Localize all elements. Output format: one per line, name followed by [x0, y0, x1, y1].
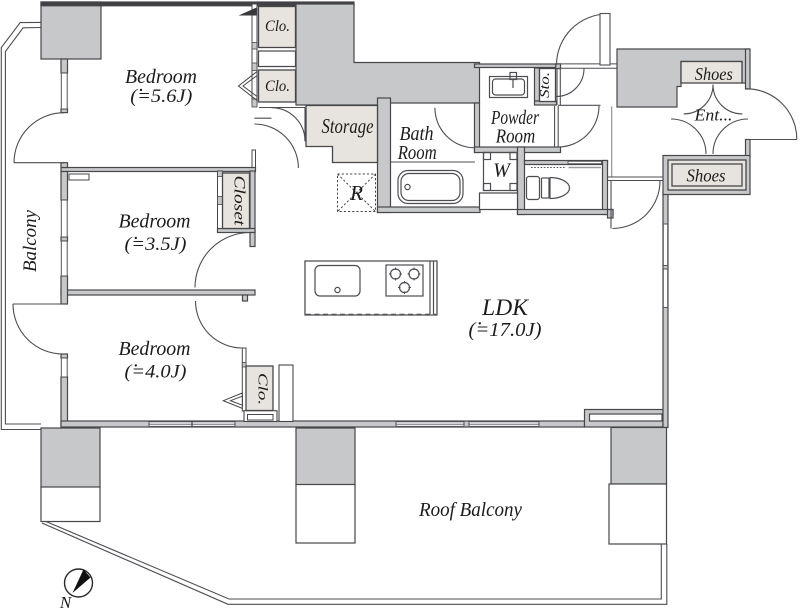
- svg-text:(=4.0J): (=4.0J): [125, 362, 187, 383]
- svg-text:LDK: LDK: [481, 295, 530, 320]
- svg-text:Bedroom: Bedroom: [125, 67, 197, 88]
- svg-text:Bedroom: Bedroom: [119, 212, 191, 233]
- svg-text:(=17.0J): (=17.0J): [469, 319, 542, 341]
- svg-text:Sto.: Sto.: [538, 72, 553, 98]
- svg-text:Balcony: Balcony: [20, 209, 41, 272]
- svg-text:Clo.: Clo.: [265, 18, 290, 35]
- svg-text:W: W: [493, 160, 512, 182]
- svg-text:Room: Room: [495, 126, 535, 148]
- svg-text:Storage: Storage: [322, 114, 374, 138]
- svg-text:Ent...: Ent...: [693, 106, 732, 125]
- svg-text:(=5.6J): (=5.6J): [130, 86, 192, 107]
- svg-text:(=3.5J): (=3.5J): [125, 234, 187, 255]
- svg-text:Roof Balcony: Roof Balcony: [418, 500, 522, 521]
- svg-text:Shoes: Shoes: [687, 166, 726, 186]
- svg-text:N: N: [59, 593, 73, 610]
- svg-text:Shoes: Shoes: [695, 64, 733, 84]
- svg-text:Clo.: Clo.: [255, 373, 270, 405]
- svg-text:Powder: Powder: [490, 107, 539, 129]
- svg-text:Room: Room: [397, 142, 437, 164]
- svg-text:Closet: Closet: [231, 176, 248, 227]
- svg-text:Bath: Bath: [400, 123, 434, 145]
- svg-text:Bedroom: Bedroom: [119, 339, 191, 360]
- svg-text:R: R: [349, 181, 363, 205]
- svg-text:Clo.: Clo.: [265, 78, 290, 95]
